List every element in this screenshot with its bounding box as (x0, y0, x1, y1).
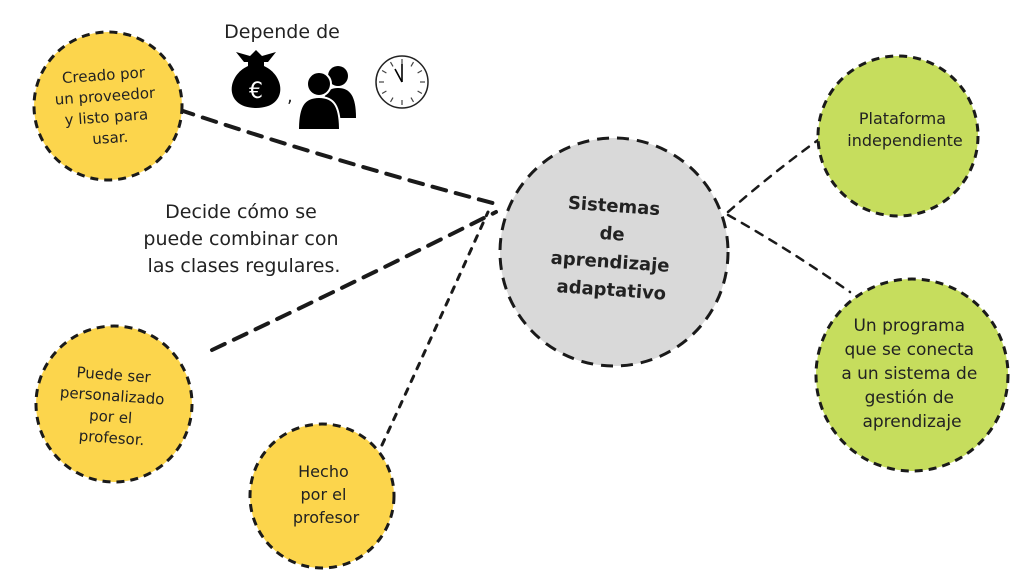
node-teacher-line: profesor (293, 508, 360, 527)
side-note: Decide cómo se puede combinar con las cl… (143, 201, 344, 277)
connector-provider (178, 108, 502, 207)
connector-personalized (210, 210, 498, 352)
connectors (178, 108, 852, 447)
node-provider: Creado por un proveedor y listo para usa… (32, 30, 184, 182)
node-provider-line: usar. (92, 128, 129, 148)
svg-text:Hecho por el profe: Hecho por el profesor (293, 462, 360, 527)
node-platform-line: independiente (847, 131, 962, 150)
center-node: Sistemas de aprendizaje adaptativo (498, 136, 730, 368)
node-personalized-line: por el (89, 406, 133, 427)
node-provider-line: y listo para (64, 105, 149, 129)
svg-text:Plataforma independiente: Plataforma independiente (847, 109, 962, 150)
clock-icon (375, 55, 429, 109)
node-lms-line: Un programa (853, 316, 965, 336)
node-lms-line: que se conecta (845, 340, 975, 360)
node-personalized-line: profesor. (78, 427, 145, 450)
node-teacher: Hecho por el profesor (248, 422, 396, 570)
connector-platform (726, 138, 820, 214)
node-personalized-line: Puede ser (76, 363, 152, 386)
svg-text:€: € (249, 79, 263, 104)
node-teacher-line: Hecho (298, 462, 349, 481)
people-icon (296, 66, 356, 131)
node-platform-line: Plataforma (859, 109, 946, 128)
side-note-line: las clases regulares. (148, 255, 341, 277)
center-title-line: de (599, 223, 625, 246)
node-teacher-line: por el (301, 485, 347, 504)
node-lms-line: a un sistema de (841, 364, 977, 384)
side-note-line: puede combinar con (143, 228, 338, 250)
node-platform: Plataforma independiente (816, 54, 980, 218)
node-lms-line: gestión de (865, 388, 954, 408)
side-note-line: Decide cómo se (165, 201, 317, 223)
node-personalized: Puede ser personalizado por el profesor. (34, 324, 194, 484)
connector-lms (726, 213, 852, 294)
connector-teacher (380, 210, 490, 447)
svg-text:Un programa que se conec: Un programa que se conecta a un sistema … (841, 316, 982, 432)
svg-text:Puede ser personalizado: Puede ser personalizado por el profesor. (56, 362, 171, 450)
icon-separator: , (287, 86, 293, 107)
node-provider-line: Creado por (61, 63, 146, 87)
node-lms-line: aprendizaje (862, 412, 961, 432)
depends-on-label: Depende de (224, 21, 340, 43)
node-lms: Un programa que se conecta a un sistema … (814, 277, 1010, 473)
money-bag-euro-icon: € (231, 50, 281, 108)
